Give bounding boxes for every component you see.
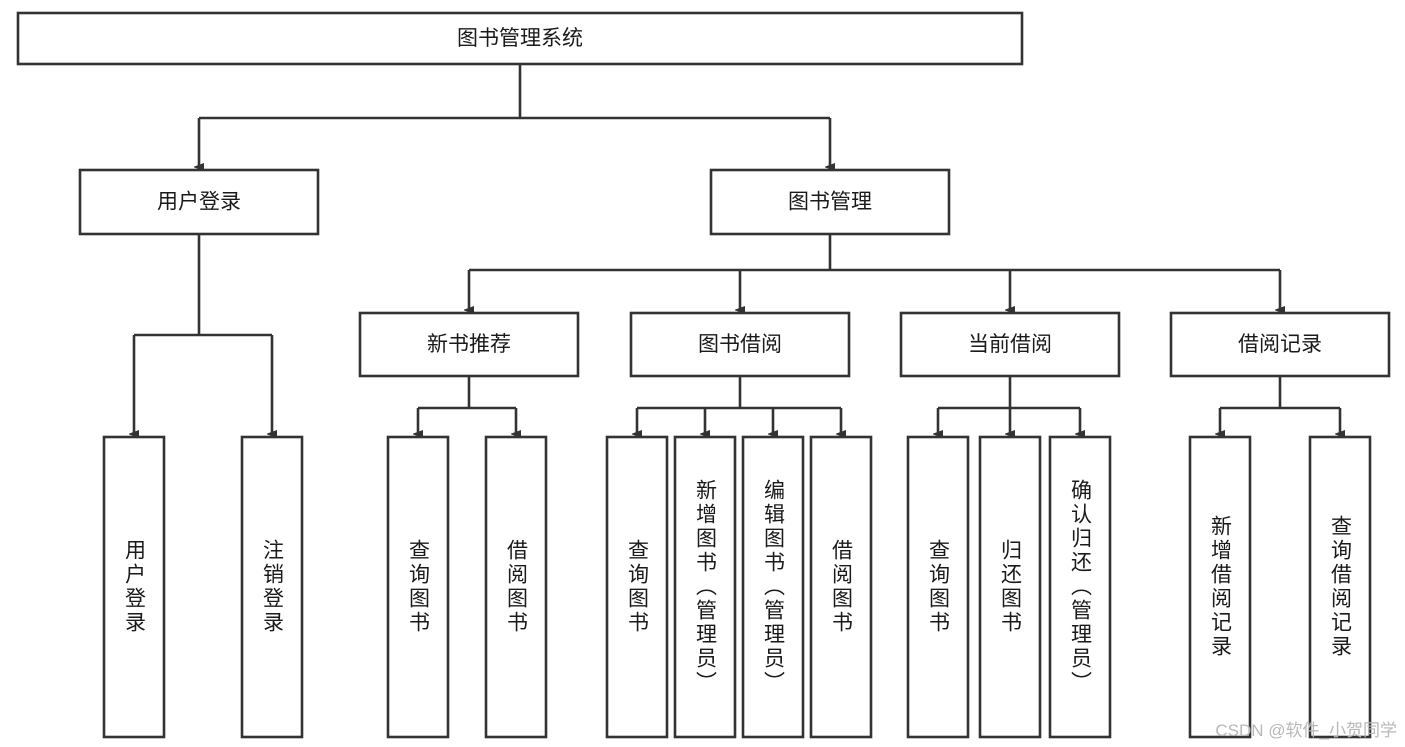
leaf-box-借阅图书-7[interactable] [809, 435, 873, 739]
node-label-新书推荐-0: 新书推荐 [427, 333, 511, 356]
leaf-box-用户登录-0[interactable] [102, 435, 166, 739]
level1-box-用户登录-0[interactable] [78, 168, 320, 236]
node-label-借阅记录-3: 借阅记录 [1238, 333, 1322, 356]
node-label-图书借阅-1: 图书借阅 [698, 333, 782, 356]
level2-box-借阅记录-3[interactable] [1169, 311, 1391, 378]
leaf-box-确认归还管理员-10[interactable] [1048, 435, 1112, 739]
leaf-box-新增图书管理员-5[interactable] [673, 435, 737, 739]
node-label-图书管理-1: 图书管理 [788, 191, 872, 214]
connector-layer [134, 64, 1340, 434]
leaf-box-查询图书-2[interactable] [386, 435, 450, 739]
root-box-图书管理系统-0[interactable] [16, 11, 1024, 66]
node-label-用户登录-0: 用户登录 [157, 191, 241, 214]
leaf-box-借阅图书-3[interactable] [484, 435, 548, 739]
leaf-box-查询图书-4[interactable] [605, 435, 669, 739]
leaf-box-注销登录-1[interactable] [240, 435, 304, 739]
level2-box-图书借阅-1[interactable] [629, 311, 851, 378]
level1-box-图书管理-1[interactable] [709, 168, 951, 236]
leaf-box-归还图书-9[interactable] [978, 435, 1042, 739]
leaf-box-查询图书-8[interactable] [906, 435, 970, 739]
leaf-box-新增借阅记录-11[interactable] [1188, 435, 1252, 739]
leaf-box-编辑图书管理员-6[interactable] [741, 435, 805, 739]
box-layer [16, 11, 1391, 739]
node-label-当前借阅-2: 当前借阅 [968, 333, 1052, 356]
level2-box-当前借阅-2[interactable] [899, 311, 1121, 378]
node-label-图书管理系统-0: 图书管理系统 [457, 27, 583, 50]
level2-box-新书推荐-0[interactable] [358, 311, 580, 378]
leaf-box-查询借阅记录-12[interactable] [1308, 435, 1372, 739]
